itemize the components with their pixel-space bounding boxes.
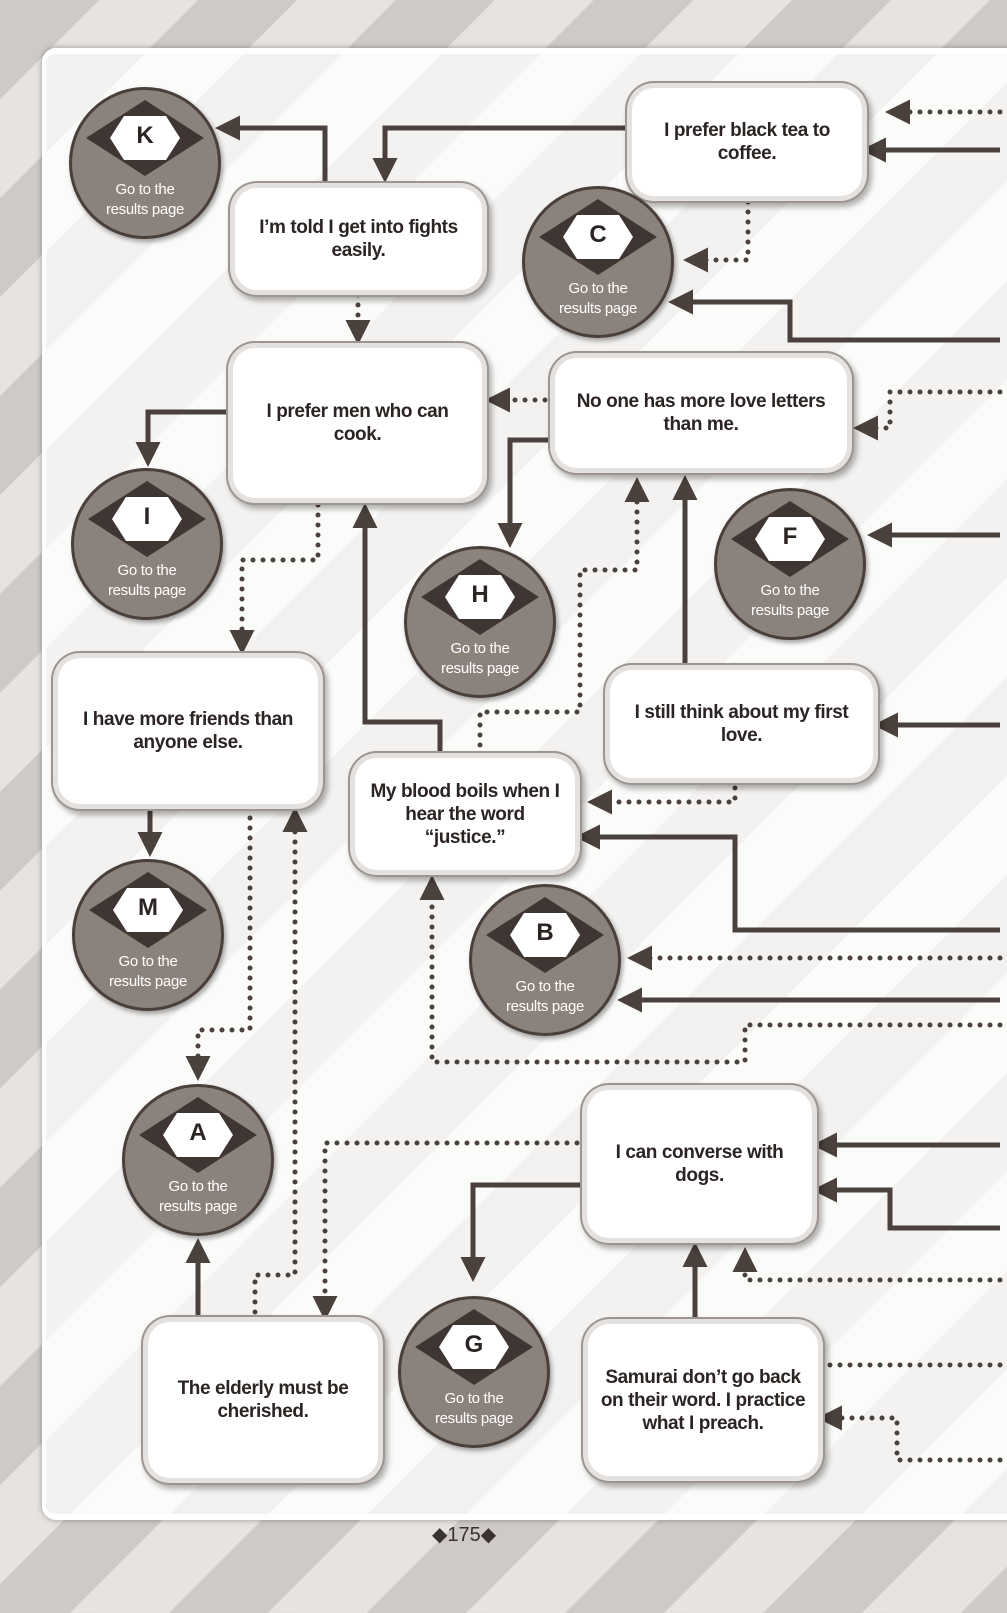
result-letter: C [589, 221, 607, 248]
diamond-badge-icon [415, 1309, 533, 1385]
result-letter: I [143, 503, 151, 530]
question-box-q1: I prefer black tea to coffee. [632, 88, 862, 196]
solid-connector [460, 1182, 587, 1282]
result-letter: B [536, 919, 554, 946]
diamond-badge-icon [421, 559, 539, 635]
dotted-connector [853, 389, 1003, 441]
question-text: I’m told I get into fights easily. [259, 217, 458, 261]
result-letter: A [189, 1119, 207, 1146]
question-box-q7: My blood boils when I hear the word “jus… [355, 758, 575, 870]
solid-connector [575, 824, 1000, 933]
result-letter: K [136, 122, 154, 149]
page-number: ◆175◆ [432, 1524, 497, 1546]
question-box-q4: No one has more love letters than me. [555, 358, 847, 468]
question-text: I can converse with dogs. [615, 1142, 784, 1186]
question-text: I prefer men who can cook. [266, 401, 449, 445]
dotted-connector [732, 1247, 1003, 1283]
question-box-q5: I have more friends than anyone else. [58, 658, 318, 804]
diamond-badge-icon [486, 897, 604, 973]
dotted-connector [477, 477, 650, 748]
solid-connector [668, 289, 1000, 343]
question-box-q6: I still think about my first love. [610, 670, 873, 778]
diamond-badge-icon [88, 481, 206, 557]
result-letter: M [138, 894, 158, 921]
solid-connector [497, 437, 555, 548]
question-text: No one has more love letters than me. [576, 391, 826, 435]
question-text: The elderly must be cherished. [177, 1378, 349, 1422]
solid-connector [812, 1177, 1000, 1231]
diamond-badge-icon [139, 1097, 257, 1173]
result-letter: H [471, 581, 489, 608]
dotted-connector [252, 807, 308, 1325]
result-letter: G [464, 1331, 484, 1358]
result-letter: F [782, 523, 798, 550]
question-box-q2: I’m told I get into fights easily. [235, 188, 482, 290]
solid-connector [135, 409, 233, 467]
dotted-connector [312, 1140, 590, 1321]
solid-connector [215, 115, 328, 185]
question-text: I still think about my first love. [634, 702, 849, 746]
diamond-badge-icon [539, 199, 657, 275]
dotted-connector [229, 502, 321, 655]
diamond-badge-icon [731, 501, 849, 577]
question-box-q10: Samurai don’t go back on their word. I p… [588, 1324, 818, 1476]
diamond-badge-icon [86, 100, 204, 176]
dotted-connector [817, 1405, 1003, 1463]
question-text: I prefer black tea to coffee. [664, 120, 830, 164]
dotted-connector [683, 199, 751, 273]
solid-connector [372, 125, 632, 183]
solid-connector [352, 503, 443, 755]
dotted-connector [587, 785, 738, 815]
dotted-connector [419, 875, 1003, 1065]
dotted-connector [185, 805, 253, 1081]
question-box-q8: I can converse with dogs. [587, 1090, 812, 1238]
question-text: I have more friends than anyone else. [82, 709, 293, 753]
diamond-badge-icon [89, 872, 207, 948]
question-box-q9: The elderly must be cherished. [148, 1322, 378, 1478]
question-text: My blood boils when I hear the word “jus… [370, 780, 560, 848]
question-text: Samurai don’t go back on their word. I p… [600, 1366, 806, 1434]
question-box-q3: I prefer men who can cook. [233, 348, 482, 498]
